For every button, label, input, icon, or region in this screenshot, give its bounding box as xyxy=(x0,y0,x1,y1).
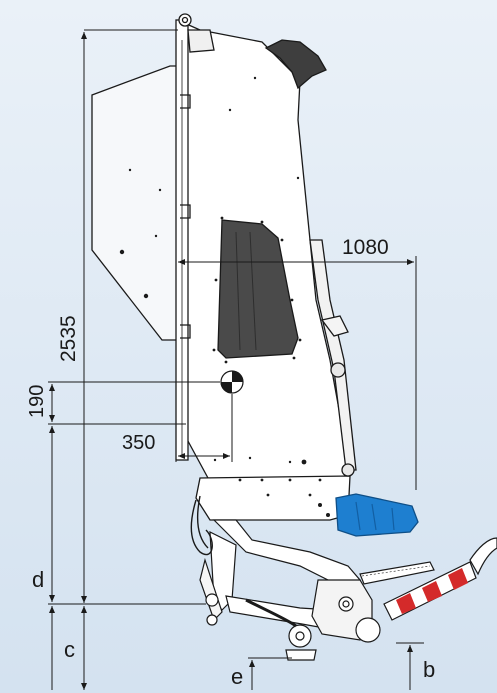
mirror xyxy=(264,39,327,90)
dimension-cog-height: 190 xyxy=(26,385,48,418)
dimension-label-d: d xyxy=(32,567,44,592)
dimension-label-e: e xyxy=(231,664,243,689)
body-rivets xyxy=(119,76,330,517)
dimension-label-c: c xyxy=(64,637,75,662)
center-of-gravity-marker xyxy=(220,370,244,394)
dimension-horizontal-reach: 1080 xyxy=(342,236,389,259)
hazard-arm xyxy=(383,537,497,621)
window-fasteners xyxy=(212,216,302,364)
side-window xyxy=(217,219,299,359)
linkage-assembly xyxy=(190,495,435,661)
dimension-lines xyxy=(48,29,424,690)
dimension-overall-height: 2535 xyxy=(57,315,80,362)
dimension-label-b: b xyxy=(423,657,435,682)
dimension-cog-horizontal: 350 xyxy=(122,432,155,454)
